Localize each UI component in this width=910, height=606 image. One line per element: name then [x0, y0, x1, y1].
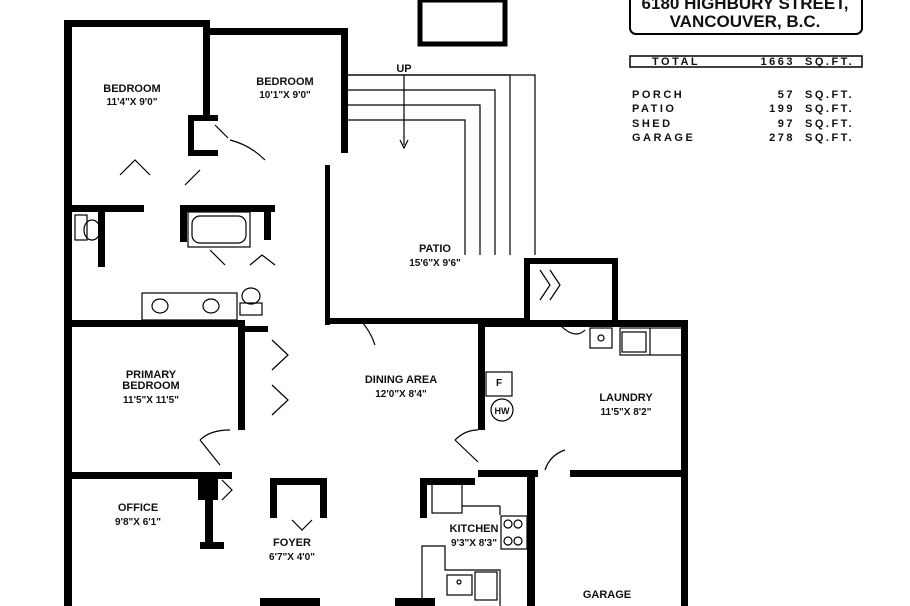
area-value: 57 — [778, 89, 795, 101]
room-dining-name: DINING AREA — [365, 374, 437, 386]
room-foyer-name: FOYER — [273, 537, 311, 549]
room-laundry-name: LAUNDRY — [599, 392, 653, 404]
area-unit: SQ.FT. — [805, 89, 854, 101]
area-unit: SQ.FT. — [805, 118, 854, 130]
room-patio-dim: 15'6"X 9'6" — [409, 258, 461, 269]
area-label: GARAGE — [632, 132, 695, 144]
room-bedroom1-name: BEDROOM — [103, 83, 160, 95]
room-garage-name: GARAGE — [583, 589, 631, 601]
area-unit: SQ.FT. — [805, 132, 854, 144]
area-label: SHED — [632, 118, 673, 130]
room-office-name: OFFICE — [118, 502, 158, 514]
room-dining-dim: 12'0"X 8'4" — [375, 389, 427, 400]
furnace-label: F — [496, 378, 502, 389]
total-label: TOTAL — [652, 56, 700, 68]
room-foyer-dim: 6'7"X 4'0" — [269, 552, 315, 563]
address-line2: VANCOUVER, B.C. — [670, 12, 821, 31]
total-value: 1663 — [761, 56, 795, 68]
area-value: 97 — [778, 118, 795, 130]
room-kitchen-name: KITCHEN — [450, 523, 499, 535]
address-line1: 6180 HIGHBURY STREET, — [642, 0, 849, 13]
area-value: 278 — [769, 132, 795, 144]
room-office-dim: 9'8"X 6'1" — [115, 517, 161, 528]
room-primary-dim: 11'5"X 11'5" — [123, 395, 179, 406]
area-unit: SQ.FT. — [805, 103, 854, 115]
area-label: PATIO — [632, 103, 676, 115]
room-bedroom2-dim: 10'1"X 9'0" — [259, 90, 311, 101]
fixtures — [67, 0, 863, 606]
room-laundry-dim: 11'5"X 8'2" — [601, 407, 652, 418]
room-bedroom1-dim: 11'4"X 9'0" — [107, 97, 158, 108]
area-label: PORCH — [632, 89, 684, 101]
room-primary-name1: PRIMARY — [126, 369, 177, 381]
area-value: 199 — [769, 103, 795, 115]
stairs-up-label: UP — [396, 63, 411, 75]
total-unit: SQ.FT. — [805, 56, 854, 68]
room-patio-name: PATIO — [419, 243, 451, 255]
room-bedroom2-name: BEDROOM — [256, 76, 313, 88]
area-list: PORCH 57 SQ.FT. PATIO 199 SQ.FT. SHED 97… — [632, 89, 854, 144]
room-primary-name2: BEDROOM — [122, 380, 179, 392]
room-kitchen-dim: 9'3"X 8'3" — [451, 538, 497, 549]
water-heater-label: HW — [495, 406, 510, 416]
